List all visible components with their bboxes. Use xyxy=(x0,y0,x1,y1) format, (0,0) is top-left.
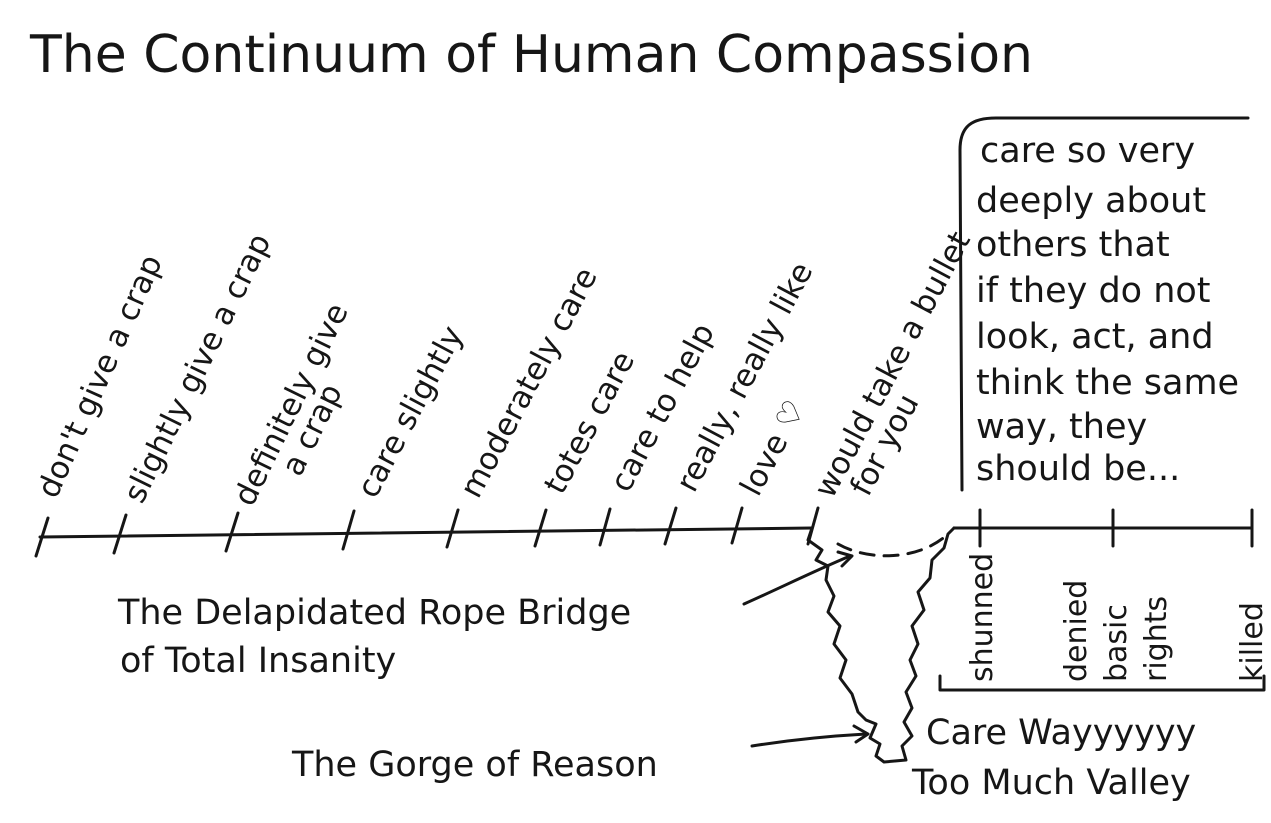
box-text: care so very deeply about others that if… xyxy=(976,131,1239,489)
box-line-3: others that xyxy=(976,225,1170,265)
rope-bridge xyxy=(836,532,950,558)
bridge-annotation-line2: of Total Insanity xyxy=(120,641,396,681)
valley-bracket xyxy=(938,674,1266,692)
gorge-annotation: The Gorge of Reason xyxy=(291,745,658,785)
box-line-5: look, act, and xyxy=(976,317,1214,357)
label-basic: basic xyxy=(1099,604,1134,682)
box-border xyxy=(958,116,1250,492)
gorge-arrowhead xyxy=(852,724,870,744)
box-line-8: should be... xyxy=(976,449,1180,489)
tick-0 xyxy=(34,516,50,558)
box-line-6: think the same xyxy=(976,363,1239,403)
left-scale-labels: don't give a crap slightly give a crap d… xyxy=(30,226,977,512)
tick-6 xyxy=(598,507,612,547)
diagram-title: The Continuum of Human Compassion xyxy=(29,25,1033,85)
tick-2 xyxy=(224,511,240,553)
tick-3 xyxy=(341,509,356,551)
label-shunned: shunned xyxy=(965,553,1000,682)
tick-1 xyxy=(112,513,128,555)
box-line-2: deeply about xyxy=(976,181,1206,221)
label-killed: killed xyxy=(1235,602,1270,682)
right-scale-labels: shunned denied basic rights killed xyxy=(965,553,1270,682)
box-line-4: if they do not xyxy=(976,271,1211,311)
box-line-1: care so very xyxy=(980,131,1195,171)
bridge-arrowhead xyxy=(836,550,854,568)
tick-4 xyxy=(445,508,460,549)
bridge-annotation-line1: The Delapidated Rope Bridge xyxy=(117,593,631,633)
tick-7 xyxy=(663,506,678,546)
valley-annotation-line1: Care Wayyyyyy xyxy=(926,713,1196,753)
tick-8 xyxy=(730,506,744,545)
label-rights: rights xyxy=(1139,596,1174,682)
left-scale-line xyxy=(38,526,814,539)
right-scale-ticks xyxy=(978,508,1254,548)
gorge-of-reason-walls xyxy=(806,526,956,764)
label-care-slightly: care slightly xyxy=(350,320,470,504)
bridge-arrow xyxy=(742,554,852,606)
valley-annotation-line2: Too Much Valley xyxy=(911,763,1191,803)
box-line-7: way, they xyxy=(976,407,1147,447)
gorge-arrow xyxy=(750,732,868,748)
label-denied: denied xyxy=(1059,580,1094,682)
tick-5 xyxy=(533,508,548,548)
